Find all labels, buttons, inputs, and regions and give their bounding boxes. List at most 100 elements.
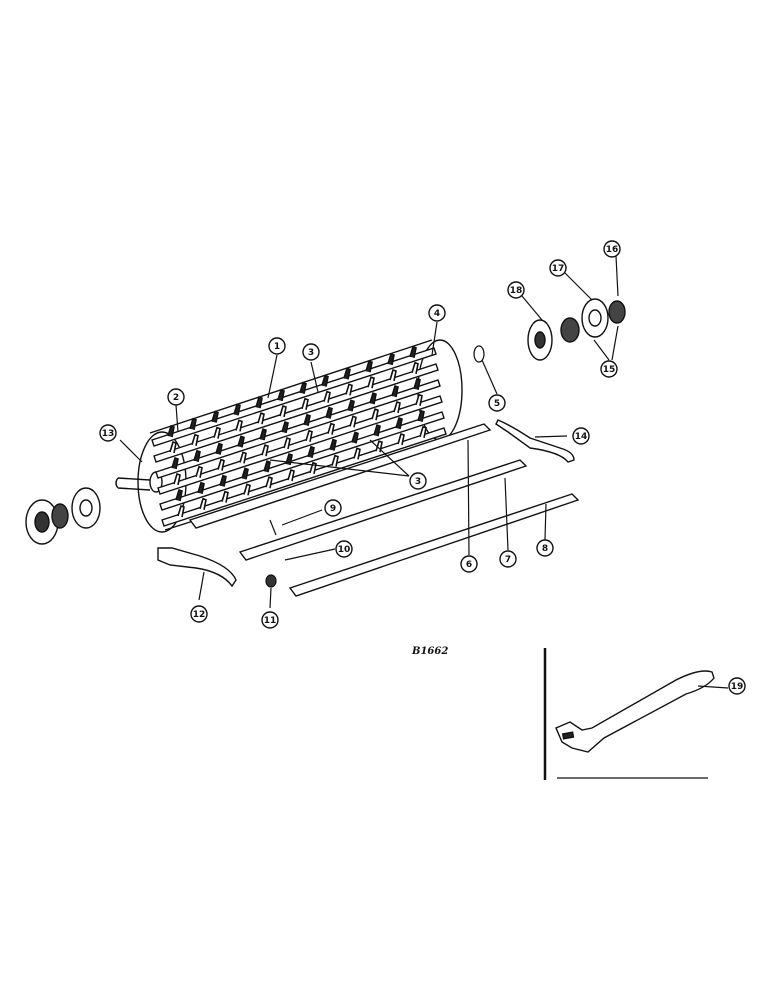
- callout-circle: [728, 677, 746, 695]
- callout-circle: [409, 472, 427, 490]
- callout-c3a: 3: [302, 343, 320, 361]
- cylinder-tooth: [287, 468, 295, 482]
- callout-c16: 16: [603, 240, 621, 258]
- callout-circle: [302, 343, 320, 361]
- rasp-bar: [157, 395, 443, 495]
- callout-circle: [488, 394, 506, 412]
- cylinder-tooth: [321, 374, 329, 387]
- cylinder-tooth: [217, 458, 225, 471]
- callout-number: 9: [330, 504, 336, 514]
- callout-c7: 7: [499, 550, 517, 568]
- cylinder-tooth: [219, 474, 227, 487]
- cylinder-tooth: [211, 410, 219, 423]
- callout-number: 8: [542, 544, 548, 554]
- cylinder-teeth: [167, 345, 427, 518]
- cylinder-tooth: [351, 431, 359, 444]
- callout-number: 6: [466, 560, 472, 570]
- cylinder-tooth: [237, 435, 245, 448]
- cylinder-tooth: [413, 377, 421, 390]
- drawing-code: B1662: [411, 646, 448, 657]
- wrench-inset: [543, 648, 715, 780]
- callout-circle: [428, 304, 446, 322]
- callout-number: 5: [494, 399, 500, 409]
- cylinder-tooth: [389, 368, 397, 382]
- cylinder-tooth: [353, 447, 361, 460]
- threshing-cylinder: [115, 339, 463, 533]
- cylinder-tooth: [243, 483, 251, 496]
- shields: [157, 419, 575, 588]
- washer-5: [473, 345, 485, 363]
- cylinder-tooth: [177, 504, 185, 518]
- cylinder-tooth: [239, 451, 247, 464]
- callout-circle: [536, 539, 554, 557]
- bar-top: [188, 423, 492, 529]
- cylinder-tooth: [409, 345, 417, 358]
- cylinder-tooth: [255, 396, 263, 409]
- cylinder-tooth: [277, 388, 285, 402]
- callout-c10: 10: [335, 540, 353, 558]
- callout-number: 3: [415, 477, 421, 487]
- callout-number: 15: [603, 365, 616, 375]
- bolt-9: [269, 519, 277, 536]
- callout-c15: 15: [600, 360, 618, 378]
- callout-circle: [603, 240, 621, 258]
- left-shield: [157, 547, 237, 588]
- callout-c3b: 3: [409, 472, 427, 490]
- cylinder-tooth: [167, 424, 175, 438]
- cylinder-tooth: [171, 456, 179, 470]
- cylinder-tooth: [419, 425, 427, 438]
- callout-c18: 18: [507, 281, 525, 299]
- callout-c9: 9: [324, 499, 342, 517]
- small-hardware: [265, 345, 485, 588]
- cylinder-tooth: [215, 442, 223, 455]
- cylinder-tooth: [371, 408, 379, 421]
- cylinder-tooth: [175, 488, 183, 502]
- callout-number: 17: [552, 264, 565, 274]
- cylinder-tooth: [345, 383, 353, 396]
- callout-circle: [190, 605, 208, 623]
- callout-circle: [99, 424, 117, 442]
- bar-bottom: [288, 493, 580, 597]
- cylinder-tooth: [197, 481, 205, 494]
- callout-c12: 12: [190, 605, 208, 623]
- bar-middle: [238, 459, 528, 561]
- cylinder-tooth: [257, 412, 265, 425]
- callout-c4: 4: [428, 304, 446, 322]
- callout-circle: [324, 499, 342, 517]
- callout-circle: [572, 427, 590, 445]
- callout-number: 14: [575, 432, 588, 442]
- callout-number: 12: [193, 610, 206, 620]
- callout-number: 10: [338, 545, 351, 555]
- leader-lines: [119, 255, 729, 689]
- callout-circle: [600, 360, 618, 378]
- cylinder-tooth: [391, 384, 399, 398]
- cylinder-body-top: [149, 339, 433, 434]
- cylinder-tooth: [283, 436, 291, 450]
- cylinder-tooth: [347, 399, 355, 412]
- callout-number: 4: [434, 309, 440, 319]
- cylinder-tooth: [393, 400, 401, 414]
- cylinder-tooth: [415, 393, 423, 406]
- callout-c8: 8: [536, 539, 554, 557]
- callout-number: 1: [274, 342, 280, 352]
- cylinder-shaft: [115, 477, 151, 491]
- callout-number: 16: [606, 245, 619, 255]
- callout-circle: [507, 281, 525, 299]
- cylinder-tooth: [221, 490, 229, 503]
- cylinder-tooth: [373, 424, 381, 437]
- callout-number: 7: [505, 555, 511, 565]
- cylinder-tooth: [367, 376, 375, 389]
- rasp-bars: [151, 347, 447, 527]
- cylinder-tooth: [193, 449, 201, 462]
- cylinder-tooth: [395, 416, 403, 430]
- callout-circle: [335, 540, 353, 558]
- rasp-bar: [155, 379, 441, 479]
- callout-c2: 2: [167, 388, 185, 406]
- callout-c5: 5: [488, 394, 506, 412]
- rasp-bar: [151, 347, 437, 447]
- rasp-bar: [153, 363, 439, 463]
- cylinder-tooth: [369, 392, 377, 405]
- callout-circle: [460, 555, 478, 573]
- callout-circle: [167, 388, 185, 406]
